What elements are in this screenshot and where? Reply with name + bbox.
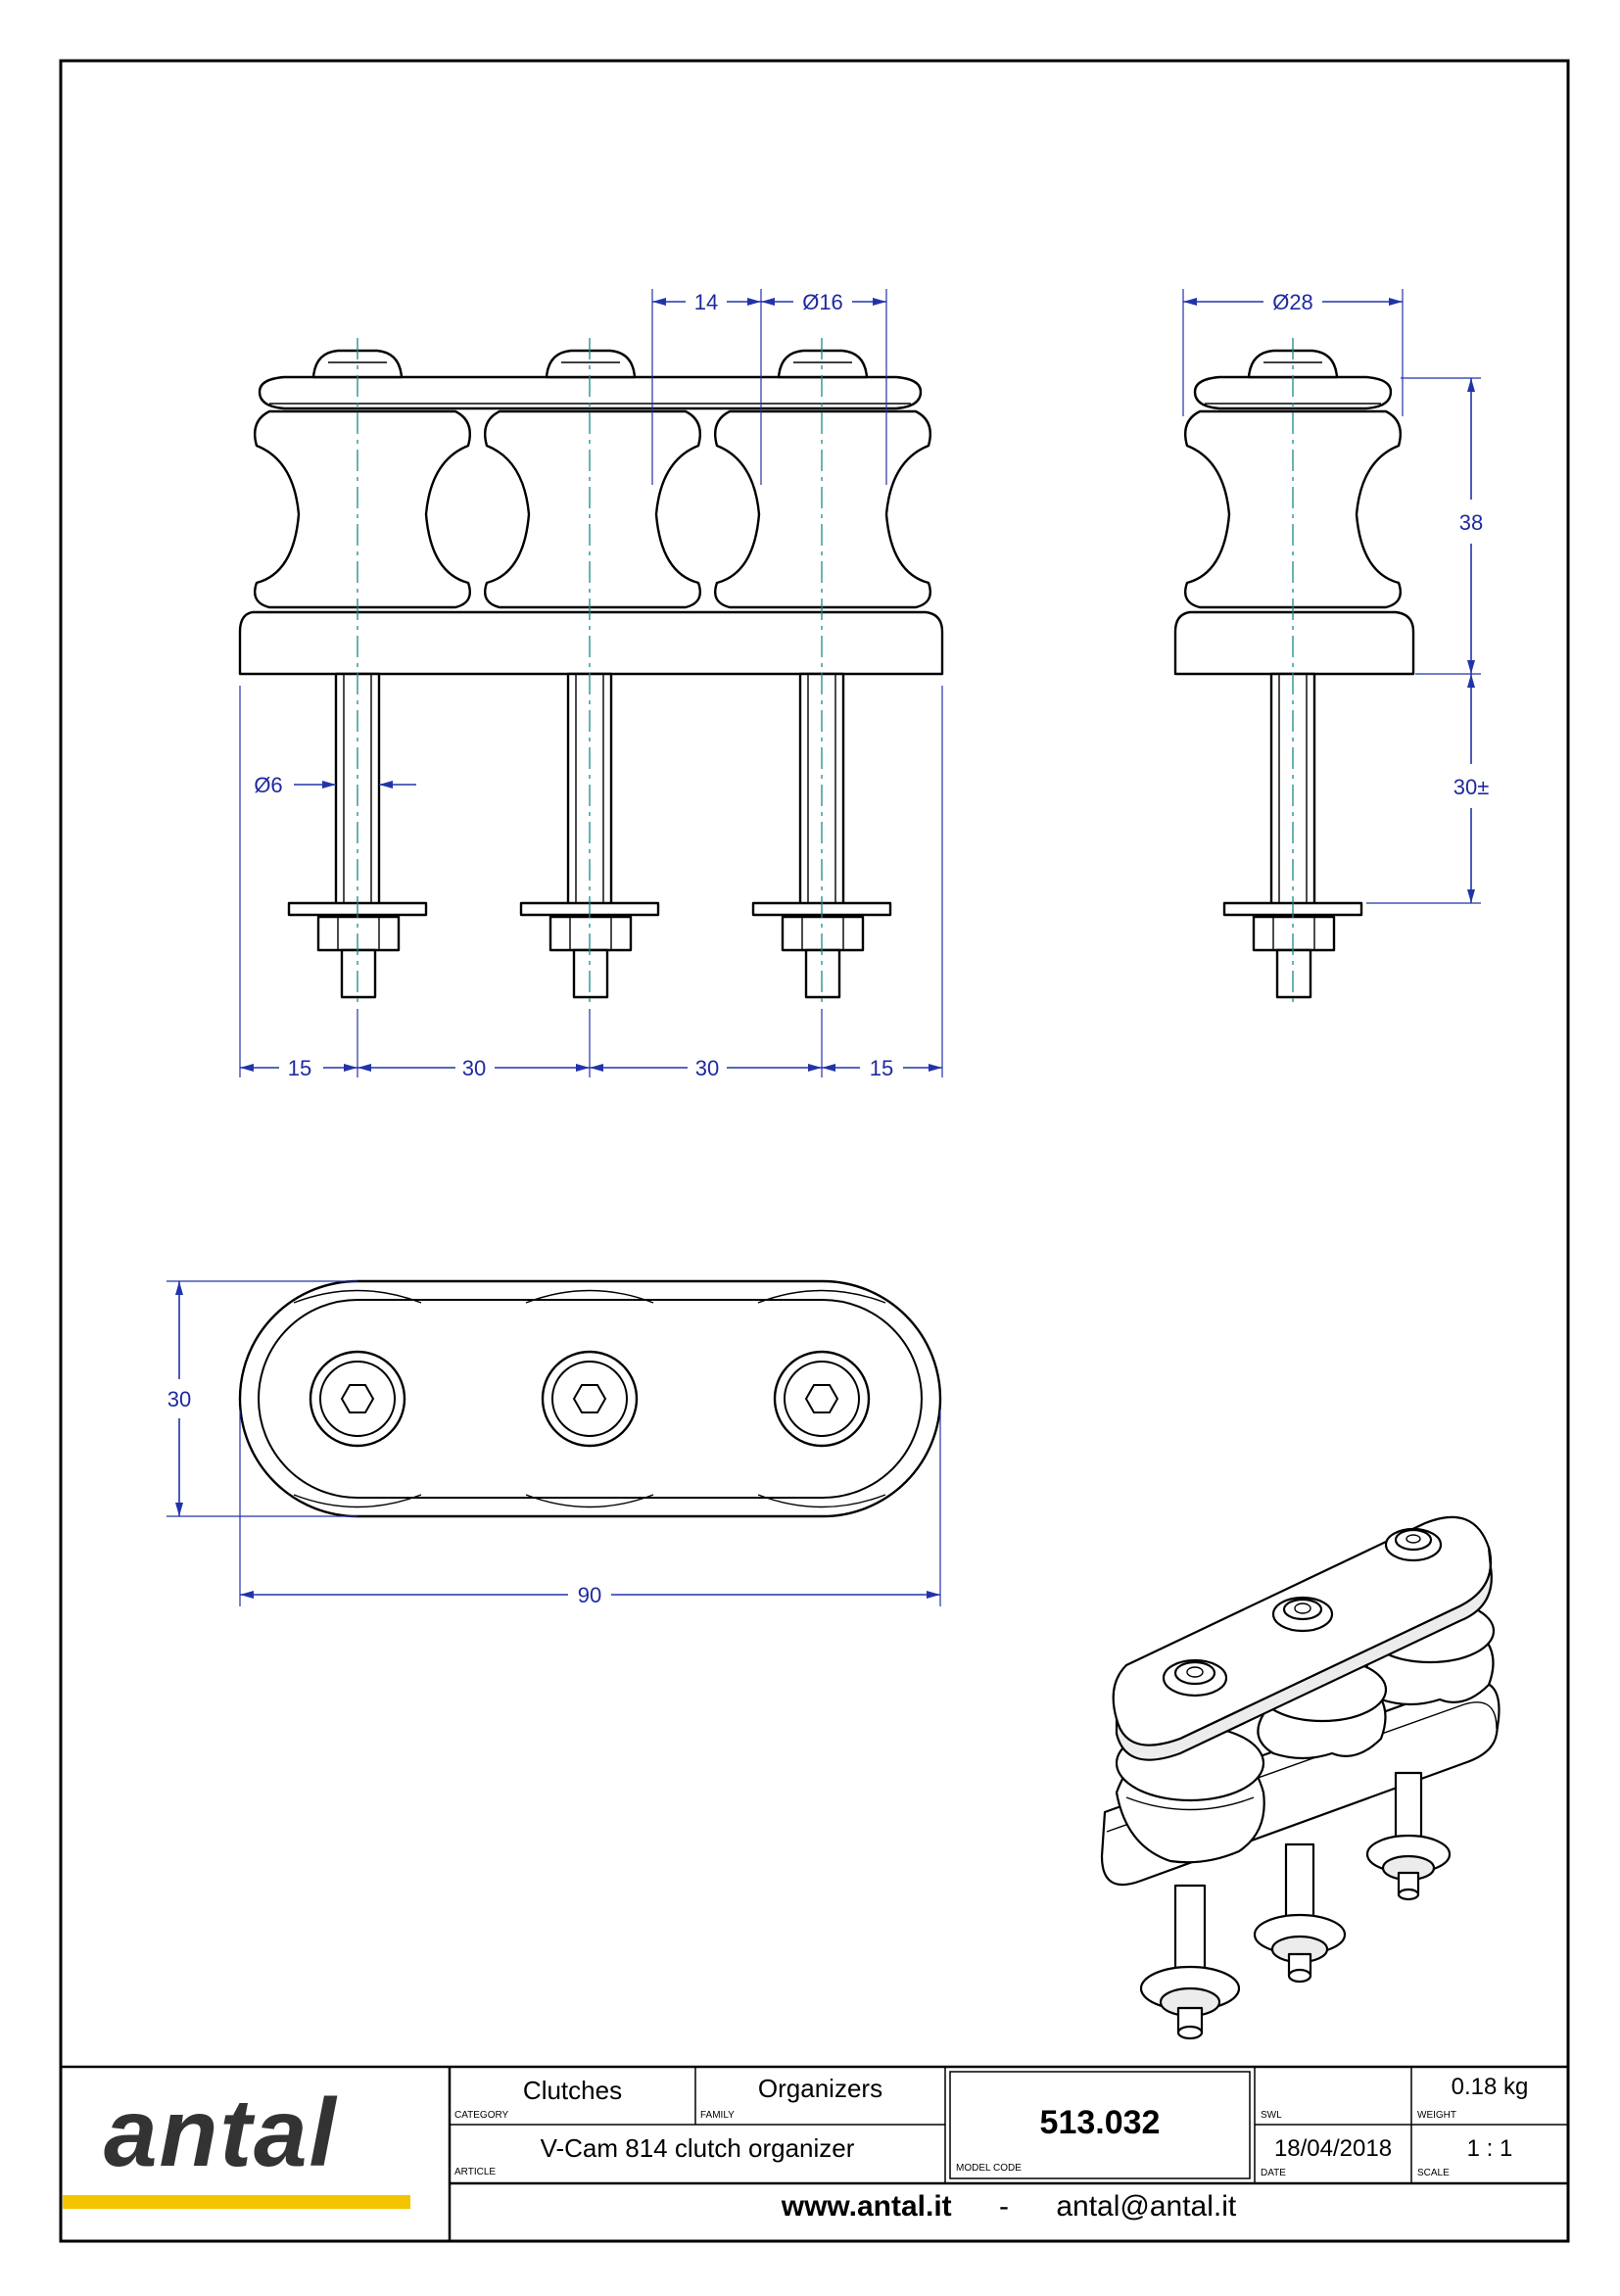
- side-view: Ø28 38 30±: [1173, 289, 1490, 1004]
- date-value: 18/04/2018: [1273, 2135, 1393, 2162]
- email-link[interactable]: antal@antal.it: [1056, 2190, 1237, 2223]
- scale-label: SCALE: [1417, 2168, 1450, 2178]
- bolt-head-2: [545, 349, 637, 379]
- dim-plan-width: 30: [167, 1387, 191, 1411]
- dim-edge-left: 15: [288, 1056, 311, 1080]
- iso-bolt-1: [1139, 1884, 1241, 2040]
- roller-1: [253, 409, 472, 609]
- side-bolt-head: [1247, 349, 1339, 379]
- dim-pitch-top: 14: [694, 290, 718, 314]
- category-value: Clutches: [522, 2076, 623, 2105]
- footer-contacts: www.antal.it - antal@antal.it: [450, 2190, 1568, 2224]
- plan-bolt-2: [541, 1350, 639, 1448]
- iso-head-2: [1271, 1596, 1334, 1633]
- bolt-head-3: [777, 349, 869, 379]
- iso-bolt-2: [1253, 1842, 1347, 1984]
- roller-2: [483, 409, 702, 609]
- iso-bolt-3: [1365, 1771, 1452, 1901]
- weight-label: WEIGHT: [1417, 2110, 1456, 2121]
- contact-separator: -: [999, 2190, 1009, 2223]
- article-value: V-Cam 814 clutch organizer: [540, 2133, 855, 2163]
- logo-bar: [63, 2195, 410, 2209]
- model-code-value: 513.032: [1039, 2104, 1161, 2141]
- category-label: CATEGORY: [454, 2110, 509, 2121]
- iso-head-1: [1162, 1658, 1228, 1698]
- roller-3: [713, 409, 932, 609]
- plan-bolt-3: [773, 1350, 871, 1448]
- dim-height-roller: 38: [1459, 510, 1483, 535]
- family-label: FAMILY: [700, 2110, 735, 2121]
- website-link[interactable]: www.antal.it: [781, 2190, 952, 2223]
- drawing-frame: [59, 59, 1570, 2243]
- isometric-view: [1100, 1515, 1501, 2040]
- article-label: ARTICLE: [454, 2167, 497, 2177]
- bolt-head-1: [311, 349, 404, 379]
- dim-roller-diameter: Ø16: [802, 290, 843, 314]
- dim-plan-length: 90: [578, 1583, 601, 1607]
- dim-pitch-1: 30: [462, 1056, 486, 1080]
- family-value: Organizers: [757, 2074, 883, 2103]
- dim-side-diameter: Ø28: [1272, 290, 1313, 314]
- dim-edge-right: 15: [870, 1056, 893, 1080]
- side-roller: [1183, 409, 1403, 609]
- iso-head-3: [1384, 1527, 1443, 1562]
- side-base: [1173, 610, 1415, 676]
- scale-value: 1 : 1: [1466, 2135, 1513, 2162]
- weight-value: 0.18 kg: [1451, 2074, 1529, 2100]
- model-code-label: MODEL CODE: [956, 2163, 1022, 2174]
- title-block-grid: [61, 2065, 1568, 2241]
- plan-bolt-1: [309, 1350, 406, 1448]
- logo-text: antal: [104, 2079, 338, 2186]
- dim-bolt-diameter: Ø6: [254, 773, 282, 797]
- plan-view: 30 90: [167, 1279, 942, 1607]
- base-plate: [238, 610, 944, 676]
- front-view: 14 Ø16 Ø6 15 30 30 15: [238, 289, 944, 1080]
- dim-height-bolt: 30±: [1453, 775, 1490, 799]
- swl-label: SWL: [1261, 2110, 1282, 2121]
- date-label: DATE: [1261, 2168, 1286, 2178]
- dim-pitch-2: 30: [695, 1056, 719, 1080]
